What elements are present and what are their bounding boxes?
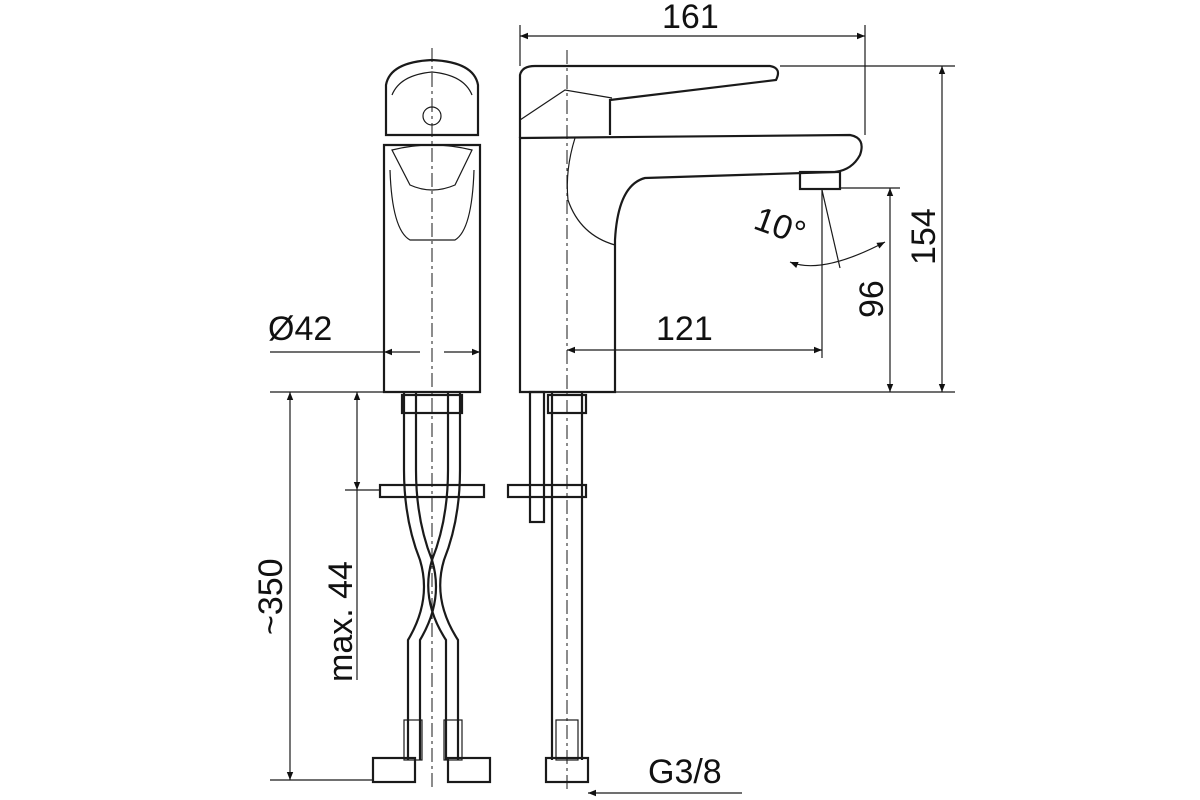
total-height-label: 154	[905, 208, 943, 265]
front-view: 161 154 96 121 10° G3/8	[506, 0, 955, 797]
total-length-label: 161	[662, 0, 719, 36]
threaded-rod	[528, 390, 546, 524]
spout-reach-label: 121	[656, 310, 713, 348]
max-thickness-label: max. 44	[322, 561, 360, 682]
hose-fitting	[400, 393, 464, 415]
handle-screw-icon	[422, 106, 442, 126]
mounting-plate-front	[506, 483, 588, 499]
side-body	[382, 143, 482, 394]
mounting-plate	[378, 483, 486, 499]
hose-nut	[446, 756, 492, 784]
angle-label: 10°	[749, 200, 810, 253]
lever-handle	[384, 58, 480, 137]
hose-nut-front	[544, 756, 590, 784]
diameter-label: Ø42	[268, 310, 332, 348]
aerator	[798, 170, 842, 191]
hose-length-label: ~350	[252, 558, 290, 635]
hose-nut	[371, 756, 417, 784]
side-view: Ø42 ~350 max. 44	[252, 48, 492, 790]
lever-front	[518, 64, 780, 138]
spout-body	[518, 133, 863, 394]
spout-height-label: 96	[853, 280, 891, 318]
thread-label: G3/8	[648, 753, 722, 791]
